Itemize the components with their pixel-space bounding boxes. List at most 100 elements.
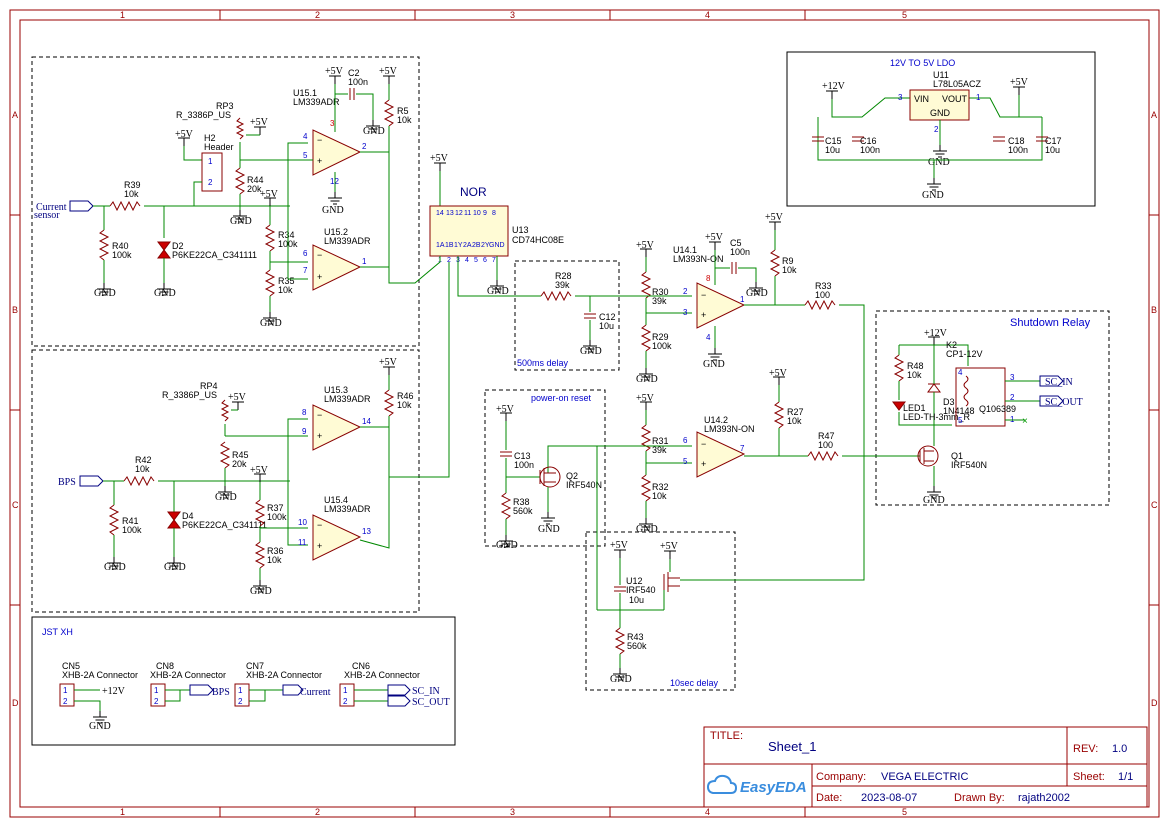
r35-value: 10k	[278, 285, 293, 295]
q2-ref: Q2	[566, 471, 578, 481]
svg-text:×: ×	[1022, 416, 1028, 427]
svg-text:3: 3	[1010, 373, 1015, 382]
q1-ref: Q1	[951, 451, 963, 461]
net-current-label: Current	[36, 202, 67, 213]
net-sc-in-label: SC_IN	[1045, 377, 1073, 388]
cn7-net-label: Current	[300, 687, 331, 698]
u13-body	[429, 205, 509, 257]
cn8-value: XHB-2A Connector	[150, 670, 226, 680]
r43-value: 560k	[627, 641, 647, 651]
net-5v: +5V	[250, 117, 269, 128]
r9-ref: R9	[782, 256, 794, 266]
u14-2-ref: U14.2	[704, 415, 728, 425]
svg-text:+: +	[317, 541, 322, 551]
date-value: 2023-08-07	[861, 792, 917, 804]
delay10-title: 10sec delay	[670, 678, 719, 688]
cn5-value: XHB-2A Connector	[62, 670, 138, 680]
cn5-12v: +12V	[102, 686, 126, 697]
gnd-label: GND	[250, 586, 272, 597]
svg-text:+: +	[317, 156, 322, 166]
cn6-value: XHB-2A Connector	[344, 670, 420, 680]
svg-text:10: 10	[298, 518, 307, 527]
gnd-label: GND	[923, 495, 945, 506]
u15-3-ref: U15.3	[324, 385, 348, 395]
r28-ref: R28	[555, 271, 572, 281]
c15-ref: C15	[825, 136, 842, 146]
c5-value: 100n	[730, 247, 750, 257]
gnd-label: GND	[538, 524, 560, 535]
r41-value: 100k	[122, 525, 142, 535]
gnd-label: GND	[89, 721, 111, 732]
rp4-value: R_3386P_US	[162, 390, 217, 400]
svg-text:5: 5	[683, 457, 688, 466]
power-on-reset-block	[484, 389, 606, 547]
net-5v: +5V	[379, 66, 398, 77]
svg-text:1: 1	[362, 257, 367, 266]
jst-connectors: CN5 XHB-2A Connector 12 +12V GND CN8 XHB…	[59, 661, 450, 732]
svg-text:2: 2	[934, 125, 939, 134]
u11-ref: U11	[933, 70, 949, 80]
svg-text:2B: 2B	[472, 242, 481, 249]
jst-block	[31, 616, 456, 746]
svg-text:1: 1	[740, 295, 745, 304]
col-label: 1	[120, 807, 125, 817]
r30-ref: R30	[652, 287, 669, 297]
net-flag-bps-jst	[189, 684, 214, 696]
svg-text:6: 6	[483, 257, 487, 264]
nor-title: NOR	[460, 185, 487, 199]
r45-ref: R45	[232, 450, 249, 460]
r47-value: 100	[818, 440, 833, 450]
gnd-label: GND	[104, 562, 126, 573]
u11-regulator	[909, 89, 970, 121]
r39-ref: R39	[124, 180, 141, 190]
r5-value: 10k	[397, 115, 412, 125]
svg-text:5: 5	[474, 257, 478, 264]
svg-text:1A: 1A	[436, 242, 445, 249]
r44-ref: R44	[247, 175, 264, 185]
gnd-label: GND	[580, 346, 602, 357]
svg-text:1: 1	[976, 93, 981, 102]
net-5v: +5V	[496, 404, 515, 415]
svg-text:+: +	[317, 272, 322, 282]
ldo-title: 12V TO 5V LDO	[890, 58, 955, 68]
svg-text:9: 9	[483, 210, 487, 217]
svg-text:12: 12	[455, 210, 463, 217]
d4-value: P6KE22CA_C341111	[182, 520, 267, 530]
svg-text:9: 9	[302, 427, 307, 436]
u13-ref: U13	[512, 225, 529, 235]
svg-text:4: 4	[958, 368, 963, 377]
u14-1-circuit: +5V GND R30 39k R29 100k −+ 231 84 U14.1…	[636, 212, 865, 581]
title-block: TITLE: Sheet_1 REV: 1.0 Company: VEGA EL…	[703, 726, 1148, 808]
easyeda-logo-icon	[706, 774, 738, 794]
company-value: VEGA ELECTRIC	[881, 771, 968, 783]
cn6-ref: CN6	[352, 661, 370, 671]
svg-text:7: 7	[740, 444, 745, 453]
r48-value: 10k	[907, 370, 922, 380]
row-label: B	[12, 305, 18, 315]
svg-text:5: 5	[303, 151, 308, 160]
net-flag-sc-out	[1039, 395, 1064, 407]
c2-value: 100n	[348, 77, 368, 87]
rp3-pot	[235, 117, 245, 140]
net-flag-bps	[79, 475, 104, 487]
r5-ref: R5	[397, 106, 409, 116]
svg-text:2: 2	[343, 697, 348, 706]
u12-value: IRF540	[626, 585, 656, 595]
rev-label: REV:	[1073, 743, 1098, 755]
net-12v: +12V	[822, 81, 846, 92]
gnd-label: GND	[636, 524, 658, 535]
svg-text:1B: 1B	[445, 242, 454, 249]
col-label: 4	[705, 807, 710, 817]
gnd-label: GND	[164, 562, 186, 573]
r36-value: 10k	[267, 555, 282, 565]
svg-text:7: 7	[303, 266, 308, 275]
r28-value: 39k	[555, 280, 570, 290]
cn5-ref: CN5	[62, 661, 80, 671]
gnd-label: GND	[487, 286, 509, 297]
gnd-label: GND	[322, 205, 344, 216]
delay-10s-circuit: +5V GND R43 560k U12 IRF540 10u +5V	[597, 540, 680, 685]
rp3-ref: RP3	[216, 101, 234, 111]
k2-relay	[955, 367, 1006, 427]
c17-ref: C17	[1045, 136, 1062, 146]
